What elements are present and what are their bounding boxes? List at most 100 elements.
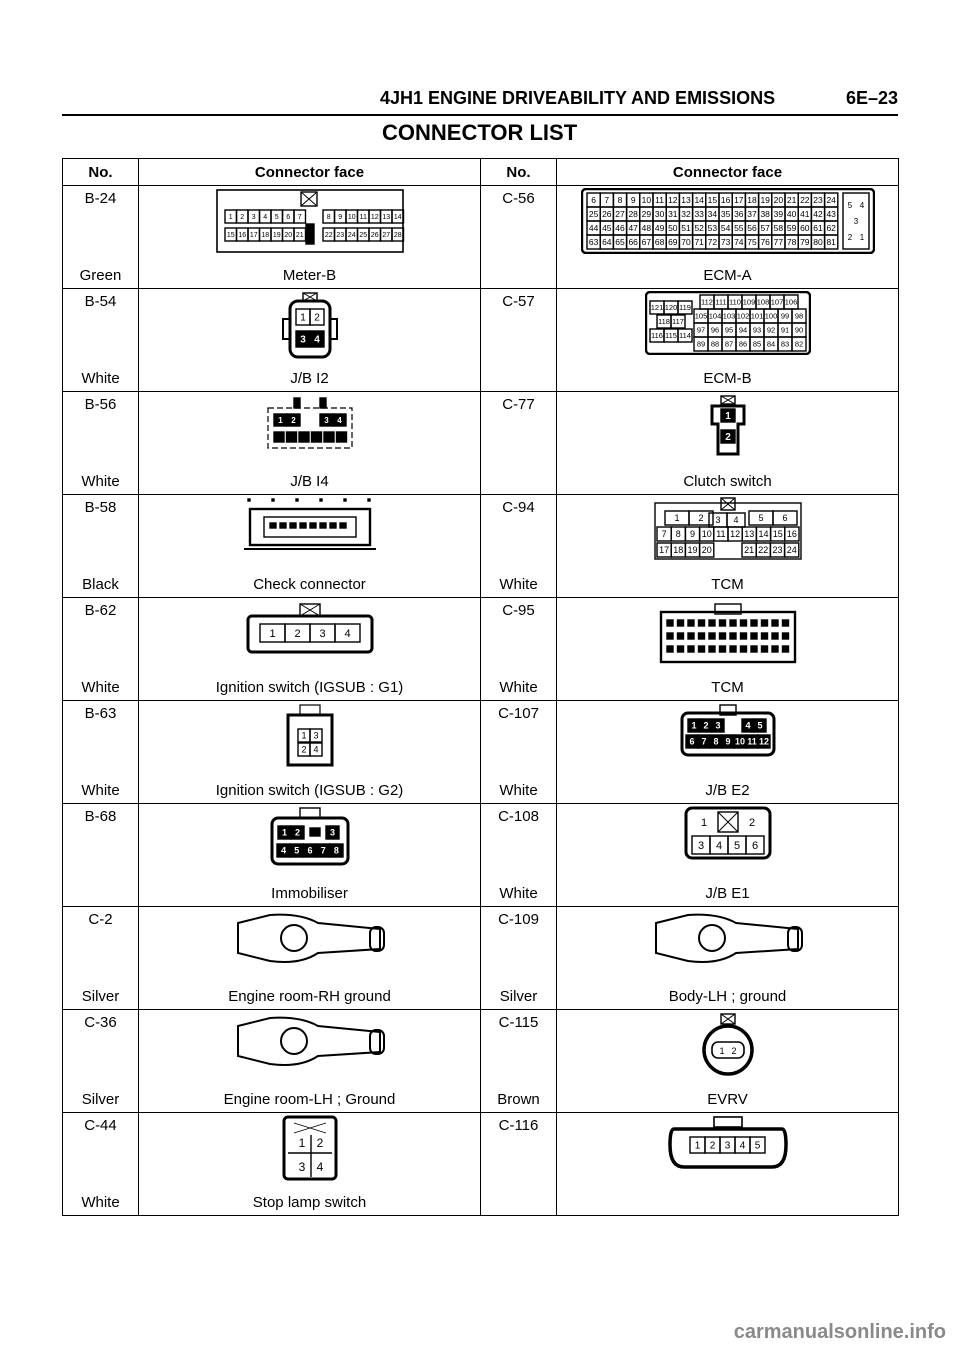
connector-number: C-2 (88, 911, 113, 928)
connector-number: C-94 (502, 499, 535, 516)
svg-text:60: 60 (800, 223, 810, 233)
svg-text:11: 11 (747, 737, 757, 747)
connector-name: TCM (711, 679, 744, 696)
connector-name: Meter-B (282, 267, 337, 284)
svg-text:1: 1 (301, 731, 306, 741)
svg-text:88: 88 (710, 340, 718, 349)
svg-text:8: 8 (333, 846, 338, 856)
svg-text:73: 73 (720, 237, 730, 247)
connector-face-cell: Body-LH ; ground (556, 906, 899, 1010)
svg-text:15: 15 (707, 195, 717, 205)
svg-text:94: 94 (738, 326, 746, 335)
connector-number: C-77 (502, 396, 535, 413)
svg-text:58: 58 (773, 223, 783, 233)
svg-text:7: 7 (320, 846, 325, 856)
svg-text:5: 5 (294, 846, 299, 856)
connector-color: Silver (499, 988, 538, 1005)
connector-number-cell: B-68 (62, 803, 139, 907)
svg-text:52: 52 (694, 223, 704, 233)
svg-text:112: 112 (701, 298, 713, 307)
svg-text:105: 105 (694, 312, 707, 321)
svg-text:7: 7 (701, 737, 706, 747)
svg-text:28: 28 (393, 232, 401, 239)
connector-number: C-108 (498, 808, 539, 825)
connector-color: White (499, 576, 538, 593)
svg-text:86: 86 (738, 340, 746, 349)
connector-check-icon (139, 497, 480, 557)
svg-text:5: 5 (847, 201, 852, 210)
svg-text:79: 79 (800, 237, 810, 247)
svg-text:40: 40 (786, 209, 796, 219)
svg-text:34: 34 (707, 209, 717, 219)
svg-text:25: 25 (588, 209, 598, 219)
svg-text:2: 2 (291, 416, 296, 425)
svg-text:10: 10 (734, 737, 744, 747)
svg-text:95: 95 (724, 326, 732, 335)
svg-text:24: 24 (826, 195, 836, 205)
connector-number: C-56 (502, 190, 535, 207)
svg-text:7: 7 (297, 214, 301, 221)
connector-color: White (499, 679, 538, 696)
svg-text:102: 102 (736, 312, 749, 321)
svg-text:32: 32 (681, 209, 691, 219)
svg-text:90: 90 (794, 326, 802, 335)
svg-text:85: 85 (752, 340, 760, 349)
connector-number: B-63 (84, 705, 117, 722)
svg-text:3: 3 (715, 721, 720, 731)
svg-text:33: 33 (694, 209, 704, 219)
connector-number-cell: C-116 (480, 1112, 557, 1216)
connector-number-cell: C-77 (480, 391, 557, 495)
svg-text:2: 2 (698, 513, 703, 523)
svg-text:31: 31 (668, 209, 678, 219)
connector-face-cell: TCM (556, 597, 899, 701)
svg-text:1: 1 (859, 233, 864, 242)
svg-text:23: 23 (813, 195, 823, 205)
svg-text:26: 26 (370, 232, 378, 239)
page-header: 4JH1 ENGINE DRIVEABILITY AND EMISSIONS 6… (62, 84, 898, 116)
svg-text:13: 13 (681, 195, 691, 205)
svg-text:6: 6 (689, 737, 694, 747)
svg-text:9: 9 (630, 195, 635, 205)
svg-text:17: 17 (249, 232, 257, 239)
svg-text:2: 2 (314, 313, 320, 324)
svg-text:20: 20 (701, 545, 711, 555)
connector-name: Immobiliser (271, 885, 348, 902)
svg-text:1: 1 (719, 1046, 724, 1056)
svg-text:21: 21 (295, 232, 303, 239)
svg-text:6: 6 (591, 195, 596, 205)
svg-text:29: 29 (641, 209, 651, 219)
connector-name: Ignition switch (IGSUB : G2) (215, 782, 404, 799)
svg-text:8: 8 (617, 195, 622, 205)
svg-text:115: 115 (665, 331, 677, 340)
svg-text:17: 17 (659, 545, 669, 555)
svg-text:12: 12 (758, 737, 768, 747)
svg-text:21: 21 (786, 195, 796, 205)
svg-text:12: 12 (668, 195, 678, 205)
svg-text:75: 75 (747, 237, 757, 247)
connector-face-cell: Engine room-LH ; Ground (138, 1009, 481, 1113)
connector-number: B-62 (84, 602, 117, 619)
svg-text:20: 20 (773, 195, 783, 205)
svg-text:65: 65 (615, 237, 625, 247)
svg-text:64: 64 (602, 237, 612, 247)
svg-text:63: 63 (588, 237, 598, 247)
svg-text:1: 1 (300, 313, 306, 324)
connector-number: C-109 (498, 911, 539, 928)
svg-text:11: 11 (655, 195, 664, 205)
svg-text:28: 28 (628, 209, 638, 219)
connector-name: ECM-A (703, 267, 752, 284)
svg-text:2: 2 (847, 233, 852, 242)
